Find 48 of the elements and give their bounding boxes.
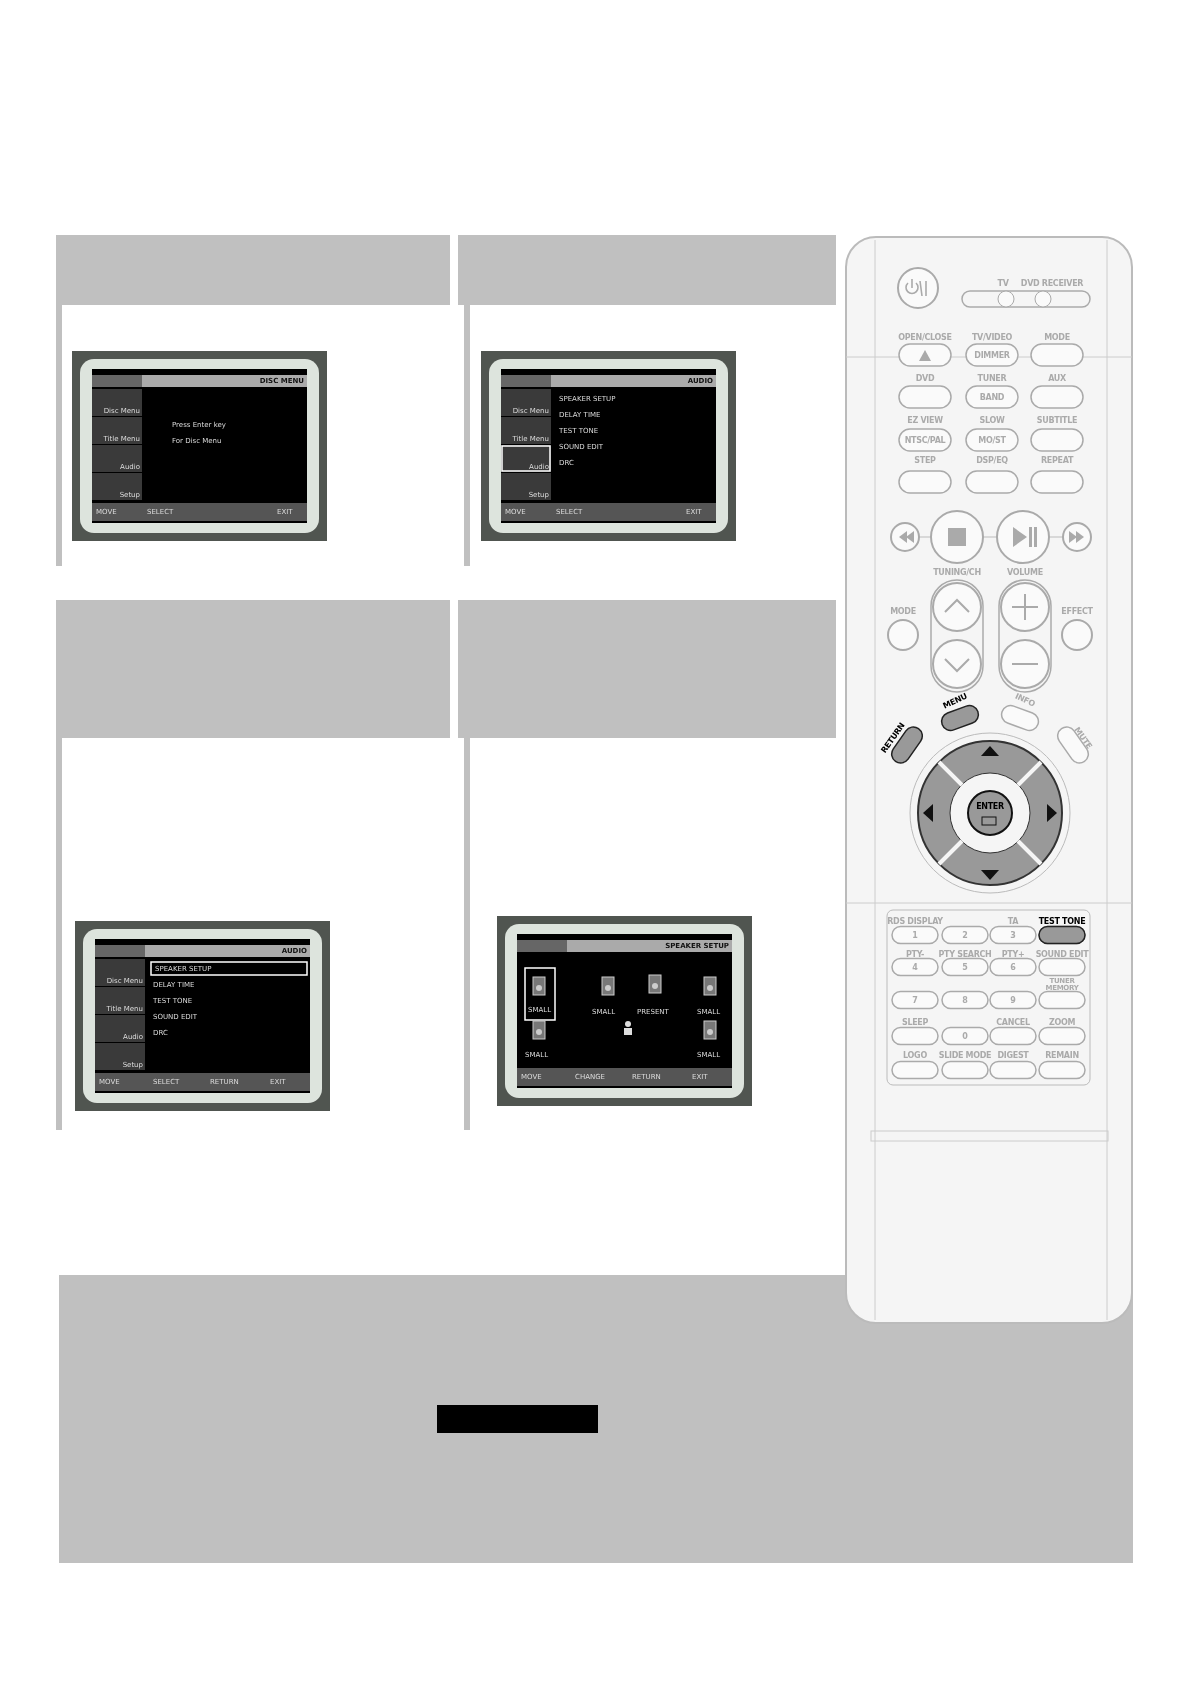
button-label: TV <box>997 278 1009 288</box>
button-label: SLEEP <box>901 1017 929 1027</box>
button-label: VOLUME <box>1007 567 1043 577</box>
button-label: ZOOM <box>1048 1017 1076 1027</box>
button-label: DVD <box>915 373 935 383</box>
button-label: 9 <box>1010 995 1016 1005</box>
button-label: PTY SEARCH <box>938 949 992 959</box>
button-label: SLOW <box>979 415 1005 425</box>
button-label: BAND <box>979 392 1005 402</box>
button-label: SUBTITLE <box>1036 415 1078 425</box>
button-label: AUX <box>1048 373 1066 383</box>
button-label: LOGO <box>903 1050 927 1060</box>
button-label: PTY- <box>905 949 925 959</box>
button-label: REMAIN <box>1045 1050 1079 1060</box>
button-label: EFFECT <box>1061 606 1093 616</box>
button-label: OPEN/CLOSE <box>898 332 952 342</box>
button-label: DIGEST <box>997 1050 1029 1060</box>
button-label: 6 <box>1010 962 1016 972</box>
button-label: TA <box>1007 916 1019 926</box>
button-label: DSP/EQ <box>976 455 1008 465</box>
button-label: SOUND EDIT <box>1035 949 1089 959</box>
button-label: NTSC/PAL <box>904 435 946 445</box>
button-label: DIMMER <box>974 350 1010 360</box>
button-label: TUNER <box>977 373 1007 383</box>
button-label: 1 <box>912 930 918 940</box>
button-label: STEP <box>914 455 936 465</box>
button-label: MODE <box>890 606 916 616</box>
button-label: 3 <box>1010 930 1016 940</box>
button-label: 8 <box>962 995 968 1005</box>
button-label: PTY+ <box>1001 949 1025 959</box>
button-label: EZ VIEW <box>907 415 943 425</box>
button-label: CANCEL <box>996 1017 1030 1027</box>
button-label: MO/ST <box>978 435 1006 445</box>
button-label: 0 <box>962 1031 968 1041</box>
button-label: TV/VIDEO <box>971 332 1013 342</box>
button-label: INFO <box>1013 691 1037 709</box>
button-label: 5 <box>962 962 968 972</box>
button-label: TEST TONE <box>1038 916 1086 926</box>
button-label: DVD RECEIVER <box>1020 278 1084 288</box>
button-label: TUNING/CH <box>933 567 981 577</box>
button-label: ENTER <box>976 801 1004 811</box>
button-label: 4 <box>912 962 918 972</box>
button-label: 2 <box>962 930 968 940</box>
button-label: 7 <box>912 995 918 1005</box>
button-label: RDS DISPLAY <box>887 916 943 926</box>
button-label: REPEAT <box>1040 455 1074 465</box>
button-label: SLIDE MODE <box>938 1050 992 1060</box>
button-label: MODE <box>1044 332 1070 342</box>
